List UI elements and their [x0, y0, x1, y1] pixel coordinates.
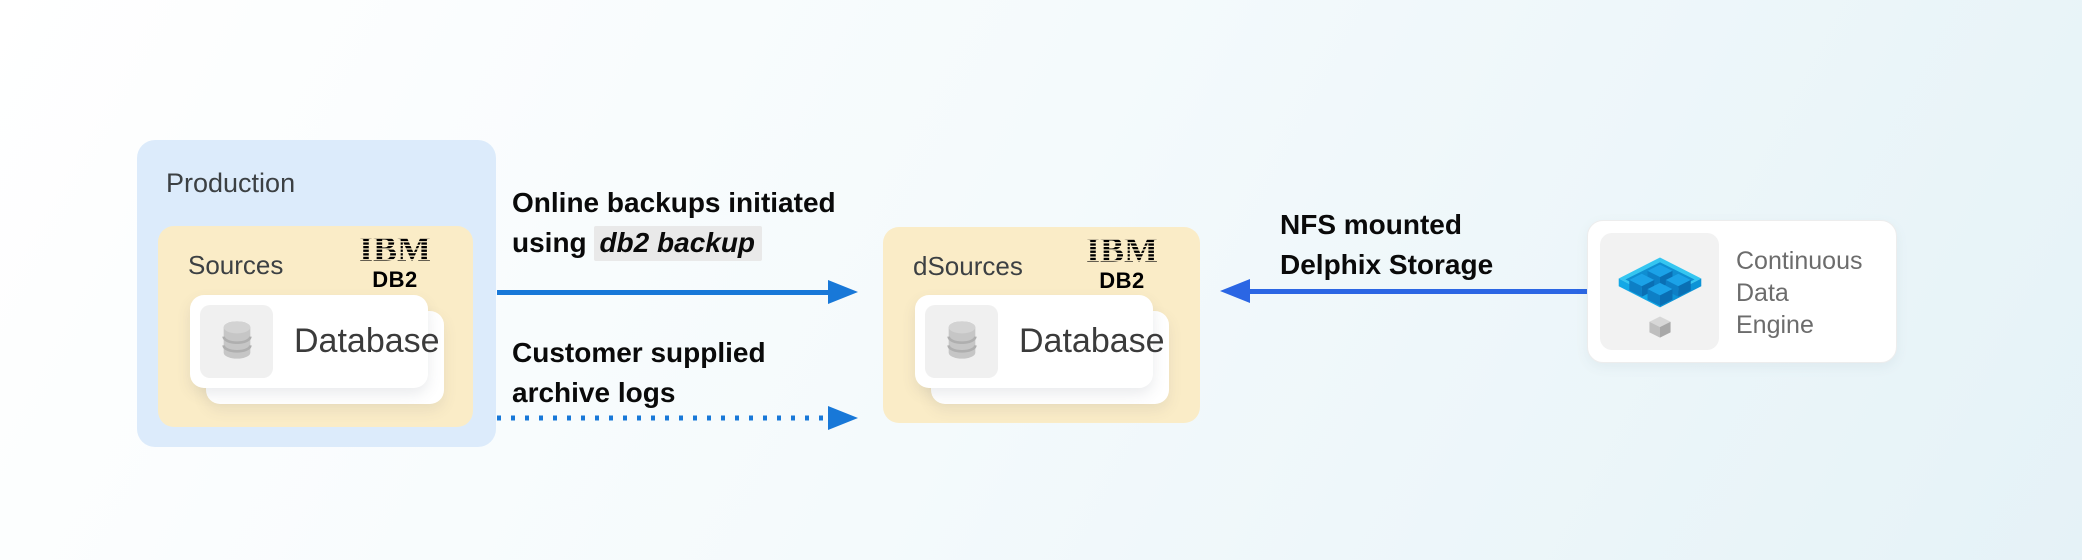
database-cylinder-icon: [946, 320, 977, 359]
continuous-data-engine-card: Continuous Data Engine: [1587, 220, 1897, 363]
flow-label-nfs-storage: NFS mounted Delphix Storage: [1280, 209, 1494, 280]
db2-backup-command-chip: db2 backup: [594, 226, 763, 261]
production-group-box: Production Sources: [137, 140, 496, 447]
sources-label: Sources: [188, 250, 284, 280]
dsources-zone-box: dSources IBM DB2 Database: [883, 227, 1200, 423]
arrow-head-right-icon: [828, 406, 858, 430]
delphix-engine-cubes-icon: [1618, 256, 1701, 338]
database-card: Database: [915, 295, 1165, 388]
database-icon-tile: [925, 305, 998, 378]
database-label: Database: [294, 322, 440, 360]
ibm-wordmark: IBM: [359, 234, 431, 264]
ibm-logo-icon: IBM: [359, 229, 431, 269]
flow-label-archive-logs: Customer supplied archive logs: [512, 337, 766, 408]
ibm-db2-logo: IBM DB2: [1076, 230, 1168, 293]
ibm-db2-logo: IBM DB2: [349, 229, 441, 292]
engine-label: Continuous Data Engine: [1736, 247, 1863, 339]
arrow-line: [1248, 288, 1587, 294]
sources-zone-box: Sources: [158, 226, 473, 427]
arrow-head-left-icon: [1220, 279, 1250, 303]
ibm-wordmark: IBM: [1086, 235, 1158, 265]
dotted-arrow-line: [497, 415, 830, 421]
arrow-archive-logs-dotted: [497, 406, 858, 430]
arrow-online-backups: [497, 280, 858, 304]
database-cylinder-icon: [221, 320, 252, 359]
database-card: Database: [190, 295, 440, 388]
engine-icon-tile: [1600, 233, 1719, 350]
arrow-line: [497, 289, 830, 295]
database-card-stack: Database: [915, 295, 1169, 404]
arrow-nfs-storage: [1220, 279, 1587, 303]
flow-label-online-backups: Online backups initiated using db2 backu…: [512, 183, 836, 263]
database-card-stack: Database: [190, 295, 444, 404]
ibm-logo-icon: IBM: [1086, 230, 1158, 270]
database-label: Database: [1019, 322, 1165, 360]
arrow-head-right-icon: [828, 280, 858, 304]
db2-label: DB2: [372, 267, 418, 292]
production-label: Production: [166, 168, 296, 198]
db2-label: DB2: [1099, 268, 1145, 293]
database-icon-tile: [200, 305, 273, 378]
dsources-label: dSources: [913, 251, 1023, 281]
